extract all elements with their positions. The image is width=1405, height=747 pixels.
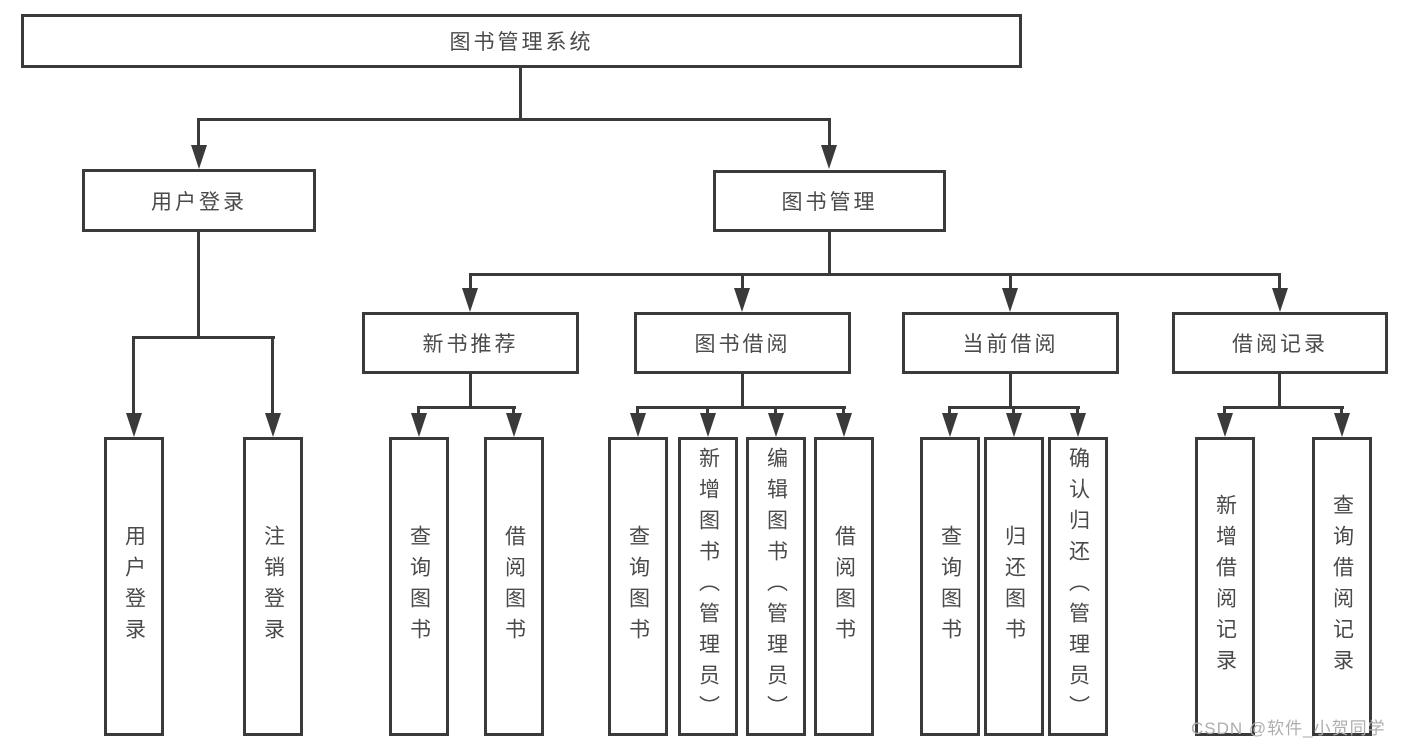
leaf-query-borrow-record: 查询借阅记录 (1312, 437, 1372, 736)
leaf-return-book: 归还图书 (984, 437, 1044, 736)
connector-line-v (271, 336, 274, 414)
leaf-add-borrow-record: 新增借阅记录 (1195, 437, 1255, 736)
leaf-query-books-recommend: 查询图书 (389, 437, 449, 736)
connector-line-v (842, 406, 845, 415)
node-book-management: 图书管理 (713, 170, 946, 232)
arrow-down-icon (768, 413, 784, 437)
csdn-watermark: CSDN @软件_小贺同学 (1191, 719, 1386, 738)
connector-line-v (197, 232, 200, 336)
connector-line-v (1278, 273, 1281, 290)
connector-line-v (636, 406, 639, 415)
connector-line-v (469, 273, 472, 290)
connector-line-h (132, 336, 275, 339)
arrow-down-icon (836, 413, 852, 437)
leaf-logout: 注销登录 (243, 437, 303, 736)
arrow-down-icon (630, 413, 646, 437)
connector-line-v (1076, 406, 1079, 415)
arrow-down-icon (700, 413, 716, 437)
connector-line-v (512, 406, 515, 415)
leaf-edit-book-admin: 编辑图书（管理员） (746, 437, 806, 736)
connector-line-v (1009, 273, 1012, 290)
connector-line-v (828, 118, 831, 146)
connector-line-v (1340, 406, 1343, 415)
leaf-borrow-books-recommend: 借阅图书 (484, 437, 544, 736)
arrow-down-icon (1002, 288, 1018, 312)
connector-line-v (519, 68, 522, 120)
arrow-down-icon (1006, 413, 1022, 437)
node-library-system: 图书管理系统 (21, 14, 1022, 68)
leaf-user-login: 用户登录 (104, 437, 164, 736)
connector-line-v (706, 406, 709, 415)
node-new-book-recommendation: 新书推荐 (362, 312, 579, 374)
leaf-borrow-books: 借阅图书 (814, 437, 874, 736)
arrow-down-icon (734, 288, 750, 312)
leaf-query-books-current: 查询图书 (920, 437, 980, 736)
node-current-borrowing: 当前借阅 (902, 312, 1119, 374)
arrow-down-icon (1272, 288, 1288, 312)
arrow-down-icon (265, 413, 281, 437)
node-borrowing-records: 借阅记录 (1172, 312, 1388, 374)
connector-line-v (1009, 374, 1012, 406)
connector-line-v (1012, 406, 1015, 415)
connector-line-v (741, 374, 744, 406)
connector-line-v (828, 232, 831, 273)
connector-line-v (948, 406, 951, 415)
arrow-down-icon (411, 413, 427, 437)
arrow-down-icon (506, 413, 522, 437)
arrow-down-icon (821, 145, 837, 169)
leaf-add-book-admin: 新增图书（管理员） (678, 437, 738, 736)
connector-line-v (197, 118, 200, 146)
connector-line-v (469, 374, 472, 406)
arrow-down-icon (942, 413, 958, 437)
arrow-down-icon (462, 288, 478, 312)
connector-line-h (417, 406, 516, 409)
leaf-confirm-return-admin: 确认归还（管理员） (1048, 437, 1108, 736)
arrow-down-icon (1334, 413, 1350, 437)
connector-line-h (636, 406, 846, 409)
leaf-query-books-borrowing: 查询图书 (608, 437, 668, 736)
connector-line-v (1223, 406, 1226, 415)
connector-line-h (1223, 406, 1344, 409)
connector-line-v (132, 336, 135, 414)
connector-line-h (469, 273, 1281, 276)
connector-line-v (774, 406, 777, 415)
arrow-down-icon (191, 145, 207, 169)
arrow-down-icon (126, 413, 142, 437)
connector-line-h (197, 118, 831, 121)
connector-line-v (417, 406, 420, 415)
connector-line-v (1278, 374, 1281, 406)
arrow-down-icon (1070, 413, 1086, 437)
arrow-down-icon (1217, 413, 1233, 437)
node-user-login: 用户登录 (82, 169, 316, 232)
node-book-borrowing: 图书借阅 (634, 312, 851, 374)
connector-line-v (741, 273, 744, 290)
